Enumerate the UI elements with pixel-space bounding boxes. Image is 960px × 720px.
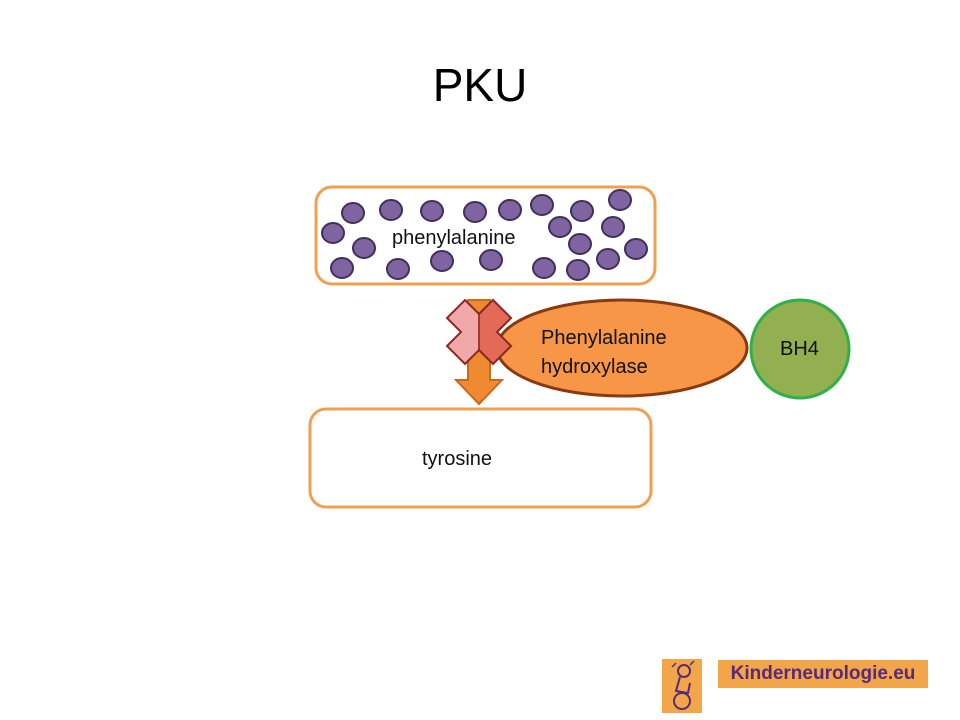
slide-title: PKU — [432, 59, 528, 111]
molecule — [608, 189, 632, 211]
logo-illustration — [662, 659, 702, 713]
molecule — [596, 248, 620, 270]
phenylalanine-molecules — [321, 189, 648, 281]
molecule — [566, 259, 590, 281]
enzyme-label-line2: hydroxylase — [541, 356, 648, 378]
molecule — [532, 257, 556, 279]
molecule — [430, 250, 454, 272]
phenylalanine-label: phenylalanine — [392, 227, 516, 249]
molecule — [330, 257, 354, 279]
enzyme-label-line1: Phenylalanine — [541, 327, 667, 349]
enzyme-label: Phenylalanine hydroxylase — [541, 324, 741, 382]
child-wheelchair-icon — [671, 660, 695, 710]
molecule — [341, 202, 365, 224]
logo-text: Kinderneurologie.eu — [718, 660, 928, 688]
tyrosine-label: tyrosine — [422, 448, 493, 470]
molecule — [479, 249, 503, 271]
molecule — [530, 194, 554, 216]
molecule — [321, 222, 345, 244]
molecule — [352, 237, 376, 259]
molecule — [624, 238, 648, 260]
molecule — [498, 199, 522, 221]
molecule — [570, 200, 594, 222]
molecule — [386, 258, 410, 280]
molecule — [379, 199, 403, 221]
bh4-circle — [749, 298, 851, 400]
bh4-label: BH4 — [780, 338, 819, 360]
tyrosine-box — [308, 407, 653, 509]
molecule — [420, 200, 444, 222]
molecule — [548, 216, 572, 238]
molecule — [463, 201, 487, 223]
molecule — [568, 233, 592, 255]
blocked-x-icon — [445, 298, 513, 366]
molecule — [601, 216, 625, 238]
